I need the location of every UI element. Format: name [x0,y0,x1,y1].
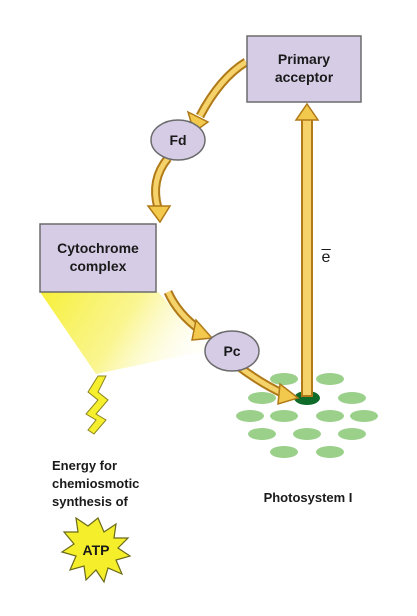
plastocyanin-node: Pc [204,330,260,372]
energy-light-beam [40,292,210,374]
arrowhead [294,102,320,121]
plastocyanin-label: Pc [223,343,240,359]
chlorophyll-molecule [316,410,344,422]
cytochrome-complex-box: Cytochrome complex [39,223,157,293]
arrowhead [277,382,300,406]
cytochrome-label-line1: Cytochrome [57,240,139,256]
arrowhead [191,318,214,341]
chlorophyll-molecule [248,392,276,404]
chlorophyll-molecule [350,410,378,422]
photosystem-chlorophyll-cluster [236,373,378,458]
chlorophyll-molecule [270,410,298,422]
atp-starburst: ATP [60,516,132,584]
primary-acceptor-label-line1: Primary [278,51,330,67]
arrowhead [146,205,172,224]
primary-acceptor-label-line2: acceptor [275,69,334,85]
chlorophyll-molecule [270,446,298,458]
ferredoxin-node: Fd [150,119,206,161]
ferredoxin-label: Fd [169,132,186,148]
electron-label: e̅ [321,248,331,266]
chlorophyll-molecule [316,373,344,385]
photosystem-label: Photosystem I [264,490,353,505]
energy-caption-line2: chemiosmotic [52,476,139,491]
chlorophyll-molecule [293,428,321,440]
reaction-center-chlorophyll [294,391,320,405]
chlorophyll-molecule [338,428,366,440]
energy-zigzag-arrow [85,375,109,435]
chlorophyll-molecule [236,410,264,422]
cytochrome-label-line2: complex [70,258,127,274]
atp-label: ATP [83,542,110,558]
chlorophyll-molecule [338,392,366,404]
chlorophyll-molecule [270,373,298,385]
energy-caption-line1: Energy for [52,458,117,473]
chlorophyll-molecule [316,446,344,458]
energy-caption-line3: synthesis of [52,494,129,509]
arrow-photosystem-to-acceptor [301,117,313,397]
chlorophyll-molecule [248,428,276,440]
primary-acceptor-box: Primary acceptor [246,35,362,103]
